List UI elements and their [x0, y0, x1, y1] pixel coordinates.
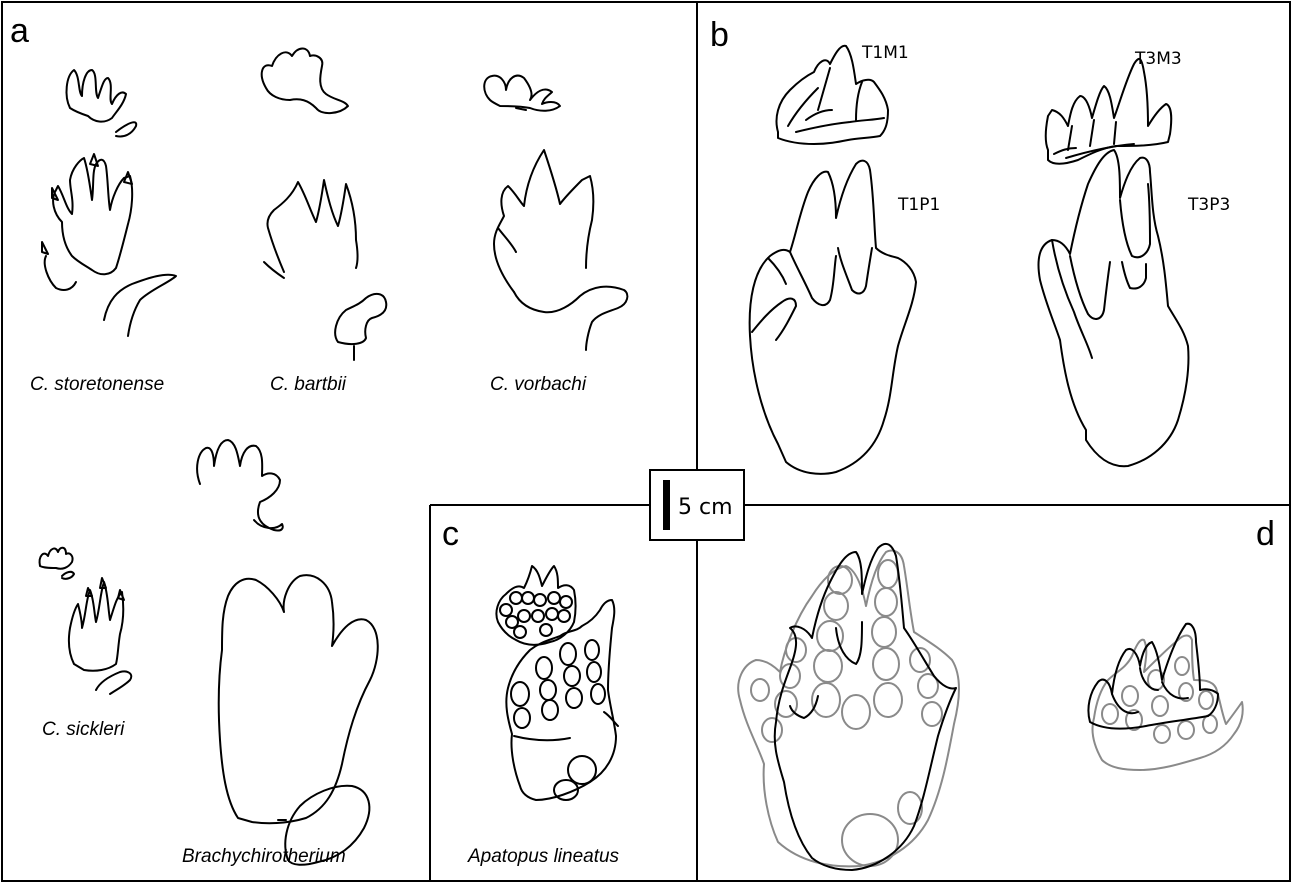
footprint-t1p1: T1P1	[750, 161, 941, 474]
scale-bar: 5 cm	[650, 470, 744, 540]
label-t1p1: T1P1	[897, 195, 940, 215]
scale-bar-line	[663, 480, 670, 530]
label-t3p3: T3P3	[1187, 195, 1230, 215]
footprint-t3p3: T3P3	[1039, 150, 1231, 466]
species-label-c-bartbii: C. bartbii	[270, 374, 347, 395]
species-label-c-sickleri: C. sickleri	[42, 719, 125, 740]
footprint-t1m1: T1M1	[777, 43, 909, 144]
species-label-apatopus-lineatus: Apatopus lineatus	[467, 846, 620, 867]
species-label-c-vorbachi: C. vorbachi	[490, 374, 587, 395]
panel-letter-b: b	[710, 16, 729, 54]
footprint-apatopus-lineatus: Apatopus lineatus	[467, 566, 620, 867]
footprint-c-sickleri: C. sickleri	[40, 548, 132, 740]
footprint-brachychirotherium: Brachychirotherium	[182, 440, 378, 867]
species-label-brachychirotherium: Brachychirotherium	[182, 846, 346, 867]
species-label-c-storetonense: C. storetonense	[30, 374, 164, 395]
panel-letter-d: d	[1256, 515, 1275, 553]
panel-letter-a: a	[10, 12, 29, 50]
footprint-c-vorbachi: C. vorbachi	[484, 76, 627, 395]
label-t3m3: T3M3	[1134, 49, 1182, 69]
footprint-c-bartbii: C. bartbii	[262, 49, 387, 396]
scale-bar-label: 5 cm	[678, 495, 733, 520]
overlay-manus	[1088, 624, 1242, 770]
panel-letter-c: c	[442, 515, 459, 553]
label-t1m1: T1M1	[861, 43, 909, 63]
footprint-t3m3: T3M3	[1046, 49, 1182, 164]
footprint-c-storetonense: C. storetonense	[30, 70, 176, 395]
overlay-pes	[738, 544, 959, 870]
